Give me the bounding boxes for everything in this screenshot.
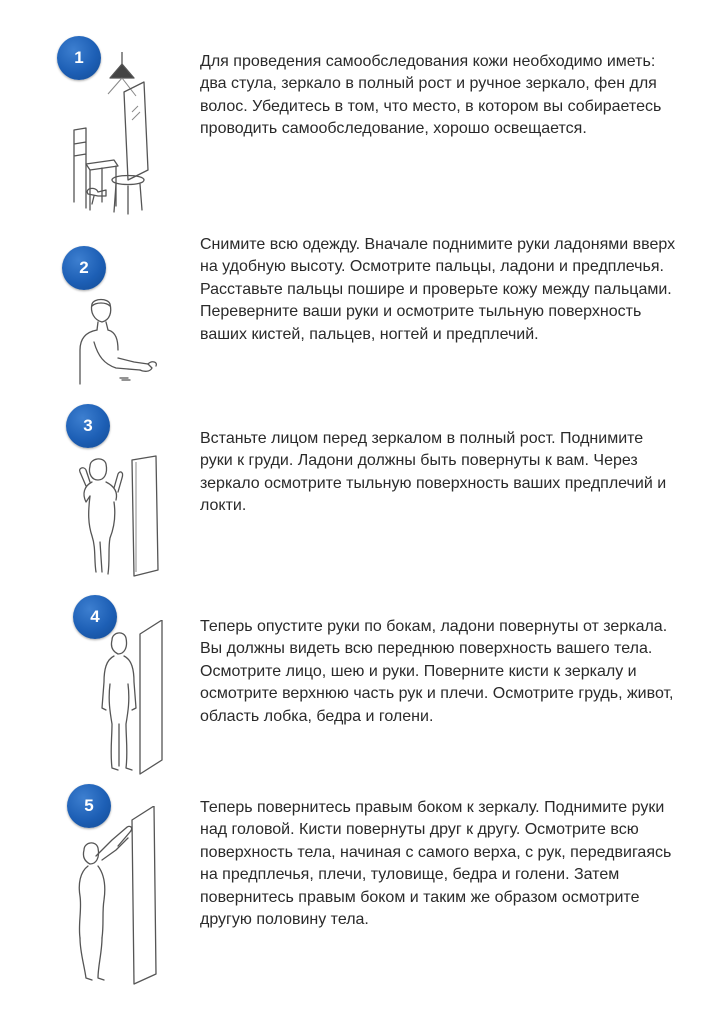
step-description: Теперь повернитесь правым боком к зеркал… xyxy=(200,799,672,929)
step-number-badge: 2 xyxy=(62,246,106,290)
person-mirror-hands-raised-illustration xyxy=(76,452,166,580)
step-number-badge: 4 xyxy=(73,595,117,639)
chairs-mirror-lamp-illustration xyxy=(66,52,166,217)
step-number-badge: 3 xyxy=(66,404,110,448)
step-description: Снимите всю одежду. Вначале поднимите ру… xyxy=(200,236,676,343)
person-standing-mirror-illustration xyxy=(100,620,166,776)
step-number-badge: 5 xyxy=(67,784,111,828)
step-description: Для проведения самообследования кожи нео… xyxy=(200,53,662,138)
step-description: Теперь опустите руки по бокам, ладони по… xyxy=(200,618,674,725)
person-side-arms-up-illustration xyxy=(72,806,162,986)
step-number-badge: 1 xyxy=(57,36,101,80)
step-description: Встаньте лицом перед зеркалом в полный р… xyxy=(200,430,667,515)
person-hands-forward-illustration xyxy=(74,298,160,386)
